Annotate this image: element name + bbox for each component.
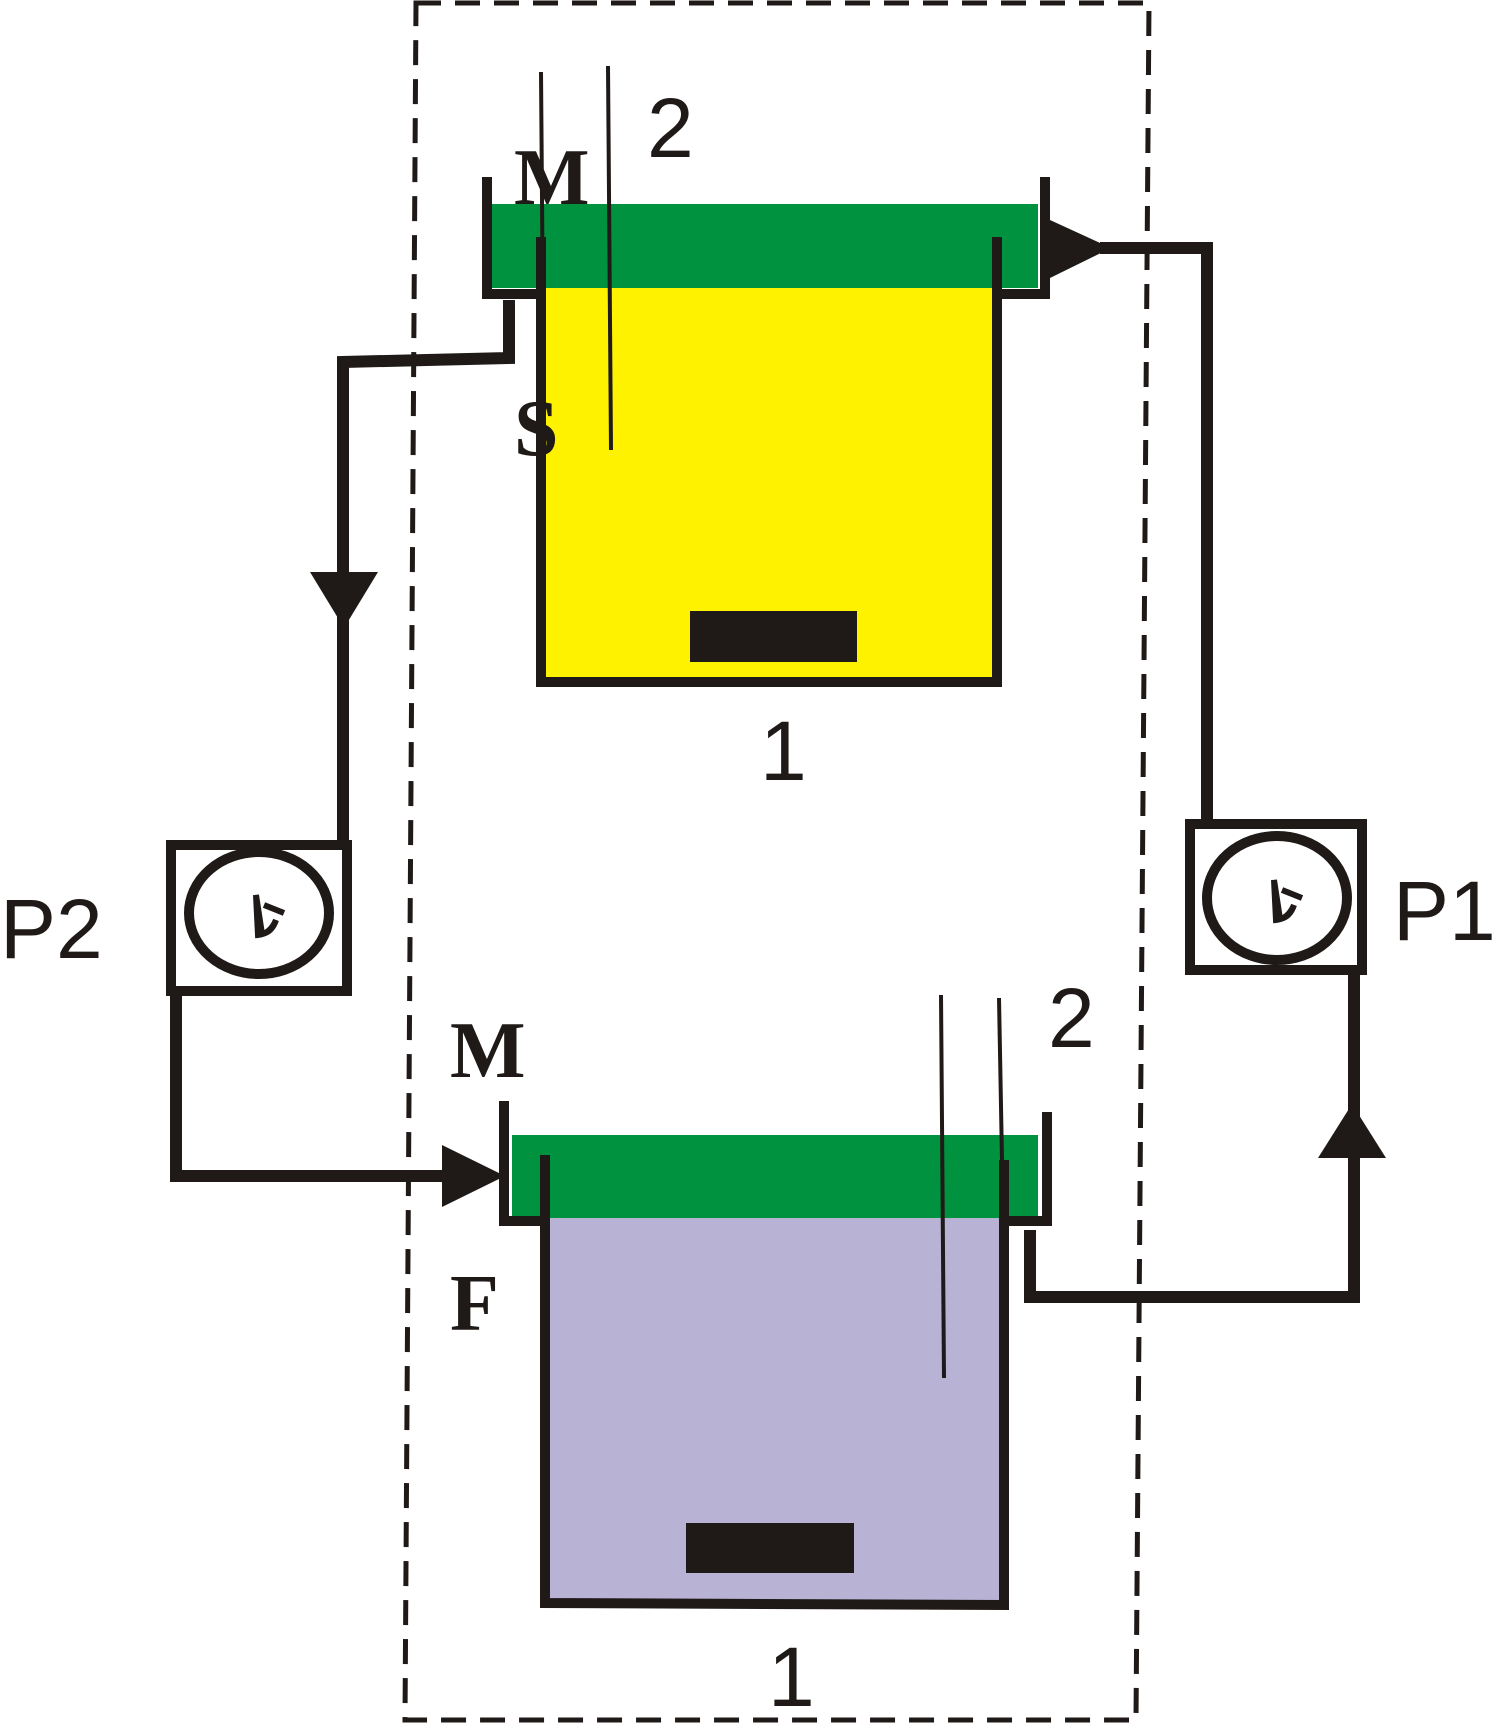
bottom-cell-solution-label: F: [450, 1260, 499, 1348]
top-cell-electrode-label: 2: [647, 81, 694, 175]
top-electrode-left: [539, 71, 546, 451]
top-cell-membrane-holder: [482, 177, 540, 299]
flow-arrow-icon: [442, 1145, 505, 1207]
bottom-cell-membrane-holder-right: [1004, 1112, 1052, 1226]
pump-p1: [1185, 819, 1367, 975]
top-cell-membrane-label: M: [514, 134, 590, 222]
top-magnetic-stir-bar-icon: [690, 611, 857, 662]
bottom-cell-body: [540, 1155, 1009, 1611]
top-cell-membrane: [490, 204, 1038, 288]
pump-p1-label: P1: [1393, 864, 1496, 958]
bottom-cell-number-label: 1: [768, 1630, 815, 1724]
top-cell-membrane-holder-right: [1000, 177, 1050, 299]
pipe-top-to-p2: [337, 300, 515, 620]
bottom-magnetic-stir-bar-icon: [686, 1523, 854, 1573]
pump-p2-label: P2: [0, 882, 103, 976]
pump-p1-rotor-icon: [1271, 879, 1304, 924]
bottom-electrode-right: [997, 997, 1004, 1161]
top-cell: [482, 65, 1050, 687]
pump-p2-rotor-icon: [253, 894, 286, 939]
flow-arrow-icon: [310, 572, 378, 628]
bottom-electrode-left: [939, 994, 946, 1379]
flow-arrow-icon: [1050, 220, 1111, 278]
pipe-p2-to-bottom: [170, 990, 455, 1182]
top-electrode-right: [606, 65, 613, 451]
bottom-cell-membrane: [512, 1135, 1038, 1218]
top-cell-solution-label: S: [514, 385, 559, 473]
dashed-enclosure: [402, 0, 1152, 1723]
bottom-cell-electrode-label: 2: [1048, 971, 1095, 1065]
flow-arrow-icon: [1318, 1104, 1386, 1158]
bottom-cell-membrane-label: M: [450, 1007, 526, 1095]
pump-p2: [166, 840, 352, 996]
bottom-cell-membrane-holder: [499, 1101, 545, 1226]
top-cell-body: [536, 237, 1002, 687]
pipe-p1-to-top: [1100, 242, 1213, 823]
top-cell-number-label: 1: [760, 704, 807, 798]
pipe-bottom-to-p1: [1024, 1110, 1360, 1303]
bottom-cell: [499, 994, 1052, 1611]
